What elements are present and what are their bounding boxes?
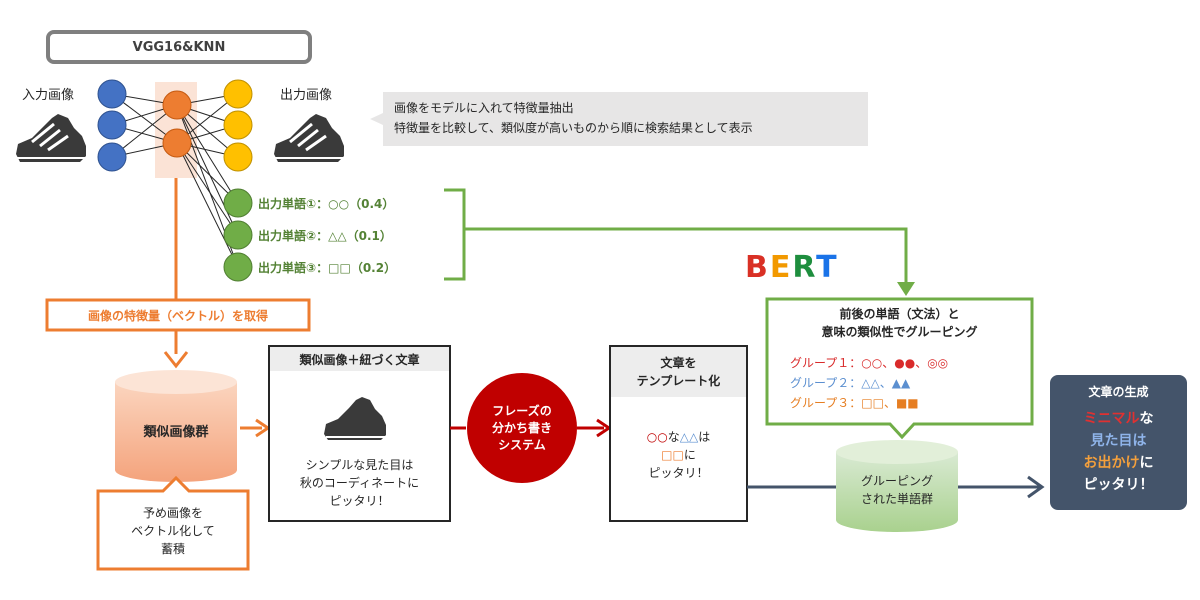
phrase-line: 分かち書き bbox=[491, 420, 552, 435]
grouped-db-line: グルーピング bbox=[860, 474, 933, 488]
shoe-icon bbox=[16, 114, 86, 162]
output-nodes bbox=[223, 79, 253, 172]
template-token: に bbox=[683, 448, 696, 462]
similar-db-label: 類似画像群 bbox=[143, 424, 209, 440]
template-token: △△ bbox=[679, 430, 699, 444]
template-box-title: 文章を テンプレート化 bbox=[611, 351, 746, 393]
template-token: な bbox=[667, 430, 680, 444]
similar-box-title: 類似画像＋紐づく文章 bbox=[299, 352, 420, 367]
group-row: グループ３：□□、■■ bbox=[790, 393, 948, 413]
group-symbols: ●● bbox=[894, 356, 916, 370]
template-token: □□ bbox=[661, 448, 684, 462]
output-word-label: 出力単語②：△△（0.1） bbox=[258, 229, 392, 243]
note-line: 画像をモデルに入れて特徴量抽出 bbox=[394, 101, 574, 115]
group-label: グループ１：○○、 bbox=[790, 356, 895, 370]
template-token: は bbox=[698, 430, 711, 444]
result-token: な bbox=[1139, 411, 1154, 427]
input-node bbox=[97, 79, 127, 109]
similar-text-line: 秋のコーディネートに bbox=[299, 476, 420, 490]
phrase-circle bbox=[467, 373, 577, 483]
bert-letter: R bbox=[792, 250, 817, 285]
hidden-node bbox=[162, 90, 192, 120]
bert-letter: B bbox=[745, 250, 770, 285]
result-box-title: 文章の生成 bbox=[1088, 384, 1149, 399]
arrow-head bbox=[1027, 475, 1045, 499]
group-label: グループ３：□□、 bbox=[790, 396, 896, 410]
similar-text-line: シンプルな見た目は bbox=[305, 458, 414, 472]
store-callout bbox=[96, 475, 250, 571]
similar-image-db bbox=[115, 370, 237, 482]
phrase-line: システム bbox=[498, 437, 546, 452]
result-token: 見た目は bbox=[1090, 433, 1147, 449]
bert-title-line: 意味の類似性でグルーピング bbox=[821, 325, 978, 339]
result-token: ミニマル bbox=[1083, 411, 1140, 427]
phrase-line: フレーズの bbox=[492, 403, 552, 418]
bert-letter: E bbox=[769, 250, 793, 285]
model-box bbox=[46, 30, 312, 64]
grouped-db-text: グルーピング された単語群 bbox=[836, 470, 958, 510]
input-node bbox=[97, 142, 127, 172]
bert-box-title: 前後の単語（文法）と 意味の類似性でグルーピング bbox=[767, 303, 1032, 343]
arrow-head-down bbox=[897, 282, 915, 296]
feature-arrow-head bbox=[163, 351, 189, 369]
hidden-nodes bbox=[162, 90, 192, 158]
feature-label-box bbox=[45, 298, 311, 332]
group-row: グループ１：○○、●●、◎◎ bbox=[790, 353, 948, 373]
template-box-header bbox=[611, 347, 746, 397]
bert-letter: T bbox=[816, 250, 839, 285]
store-line: 蓄積 bbox=[160, 542, 185, 556]
hidden-node bbox=[162, 128, 192, 158]
template-title-line: 文章を bbox=[660, 356, 697, 370]
word-node bbox=[223, 220, 253, 250]
bert-logo: BERT bbox=[745, 250, 839, 285]
similar-box-text: シンプルな見た目は 秋のコーディネートに ピッタリ！ bbox=[270, 452, 449, 514]
result-token: ピッタリ！ bbox=[1083, 477, 1154, 493]
shoe-icon bbox=[324, 397, 386, 440]
note-line: 特徴量を比較して、類似度が高いものから順に検索結果として表示 bbox=[394, 121, 753, 135]
input-image-label: 入力画像 bbox=[22, 88, 75, 103]
group-symbols: ▲▲ bbox=[891, 376, 911, 390]
bert-groups: グループ１：○○、●●、◎◎ グループ２：△△、▲▲ グループ３：□□、■■ bbox=[790, 353, 948, 413]
similar-box-header bbox=[270, 347, 449, 371]
template-line: ピッタリ！ bbox=[648, 466, 709, 480]
word-nodes bbox=[223, 188, 253, 282]
output-node bbox=[223, 142, 253, 172]
bert-title-line: 前後の単語（文法）と bbox=[839, 307, 960, 321]
template-token: ○○ bbox=[646, 430, 668, 444]
result-text: ミニマルな 見た目は お出かけに ピッタリ！ bbox=[1050, 408, 1187, 496]
result-token: に bbox=[1139, 455, 1154, 471]
green-bracket bbox=[444, 188, 908, 282]
output-node bbox=[223, 79, 253, 109]
template-title-line: テンプレート化 bbox=[636, 374, 721, 388]
grouped-db-line: された単語群 bbox=[860, 492, 933, 506]
grouped-word-db bbox=[836, 440, 958, 532]
group-label: グループ２：△△、 bbox=[790, 376, 892, 390]
store-line: 予め画像を bbox=[142, 506, 203, 520]
shoe-icon bbox=[274, 114, 344, 162]
group-extra: 、◎◎ bbox=[915, 356, 949, 370]
model-box-label: VGG16&KNN bbox=[132, 39, 226, 55]
result-token: お出かけ bbox=[1083, 455, 1140, 471]
similar-text-line: ピッタリ！ bbox=[329, 494, 390, 508]
store-text: 予め画像を ベクトル化して 蓄積 bbox=[98, 498, 248, 564]
input-nodes bbox=[97, 79, 127, 172]
bert-callout bbox=[765, 297, 1034, 440]
group-symbols: ■■ bbox=[895, 396, 919, 410]
feature-label: 画像の特徴量（ベクトル）を取得 bbox=[87, 308, 268, 323]
result-box bbox=[1050, 375, 1187, 510]
word-node bbox=[223, 188, 253, 218]
output-image-label: 出力画像 bbox=[280, 88, 333, 103]
note-text: 画像をモデルに入れて特徴量抽出 特徴量を比較して、類似度が高いものから順に検索結… bbox=[394, 98, 753, 138]
store-line: ベクトル化して bbox=[131, 524, 215, 538]
input-node bbox=[97, 110, 127, 140]
output-node bbox=[223, 110, 253, 140]
template-text: ○○な△△は □□に ピッタリ！ bbox=[611, 428, 746, 482]
phrase-circle-text: フレーズの 分かち書き システム bbox=[467, 400, 577, 456]
group-row: グループ２：△△、▲▲ bbox=[790, 373, 948, 393]
output-word-label: 出力単語③：□□（0.2） bbox=[258, 261, 397, 275]
note-callout bbox=[370, 92, 868, 146]
output-word-label: 出力単語①：○○（0.4） bbox=[258, 197, 395, 211]
word-node bbox=[223, 252, 253, 282]
